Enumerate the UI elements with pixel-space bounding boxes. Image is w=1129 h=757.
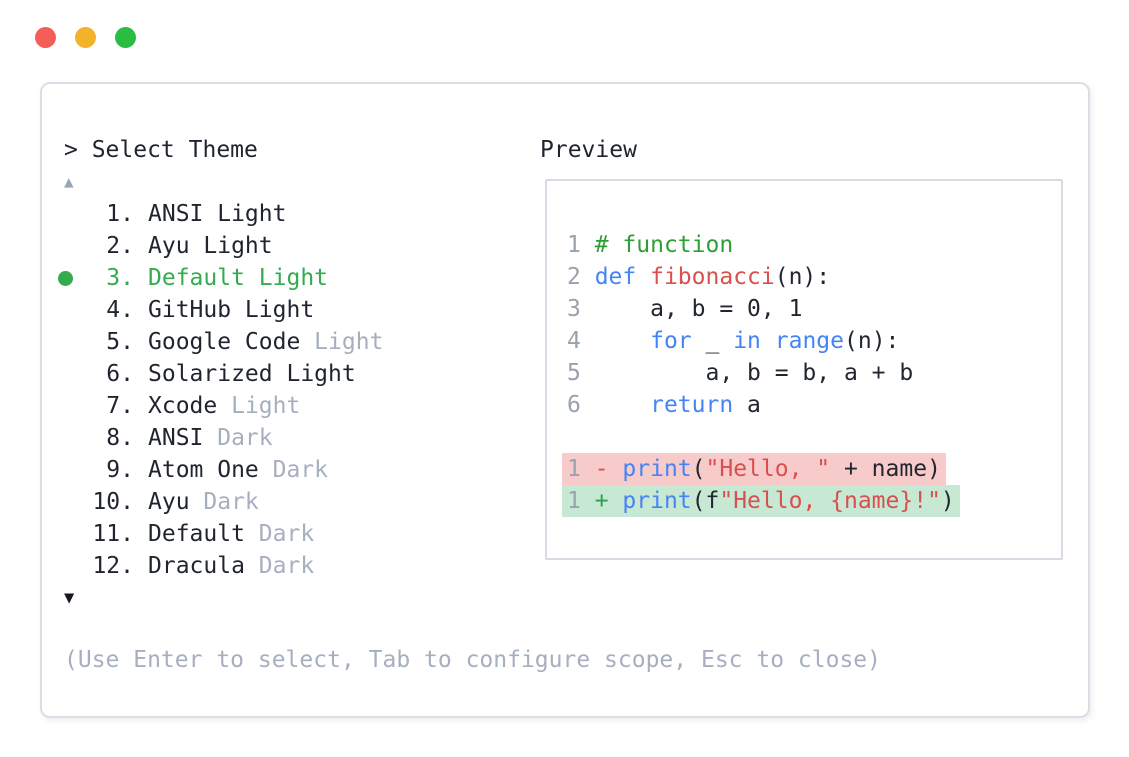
theme-item-number: 8. [106,425,134,451]
code-tokens: for _ in range(n): [650,328,900,354]
code-line: 3 a, b = 0, 1 [567,293,1047,325]
diff-added-line: 1 + print(f"Hello, {name}!") [562,485,1047,517]
code-tokens: # function [594,232,734,258]
theme-item-ansi-dark[interactable]: 8. ANSI Dark [58,422,540,454]
theme-item-number: 5. [106,329,134,355]
theme-item-name: Ayu Light [148,233,273,259]
theme-item-xcode-light[interactable]: 7. Xcode Light [58,390,540,422]
theme-item-google-code-light[interactable]: 5. Google Code Light [58,326,540,358]
window-controls [35,27,136,48]
keyboard-hint: (Use Enter to select, Tab to configure s… [64,647,881,673]
theme-item-dracula-dark[interactable]: 12. Dracula Dark [58,550,540,582]
theme-item-suffix: Dark [189,489,259,515]
code-tokens: - print("Hello, " + name) [594,456,941,482]
theme-item-suffix: Dark [244,521,315,547]
theme-item-name: GitHub Light [148,297,315,323]
theme-item-number: 7. [106,393,134,419]
theme-picker-panel: > Select Theme ▲ 1. ANSI Light 2. Ayu Li… [40,82,1090,718]
theme-item-name: ANSI [148,425,204,451]
bullet-slot [58,270,92,286]
code-tokens: + print(f"Hello, {name}!") [594,488,955,514]
code-preview-box: 1 # function 2 def fibonacci(n): 3 a, b = … [545,179,1063,560]
code-line-blank [567,421,1047,453]
code-line: 6 return a [567,389,1047,421]
theme-item-name: Solarized Light [148,361,356,387]
theme-list-column: > Select Theme ▲ 1. ANSI Light 2. Ayu Li… [58,134,540,614]
code-tokens: return a [650,392,761,418]
code-tokens: a, b = b, a + b [594,360,914,386]
line-number: 2 [567,264,581,290]
theme-item-number: 6. [106,361,134,387]
theme-item-atom-one-dark[interactable]: 9. Atom One Dark [58,454,540,486]
theme-item-number: 10. [92,489,134,515]
diff-removed-line: 1 - print("Hello, " + name) [562,453,1047,485]
theme-item-number: 1. [106,201,134,227]
line-number: 3 [567,296,581,322]
theme-item-ayu-dark[interactable]: 10. Ayu Dark [58,486,540,518]
theme-item-name: Default Light [148,265,329,291]
theme-item-github-light[interactable]: 4. GitHub Light [58,294,540,326]
minimize-window-button[interactable] [75,27,96,48]
theme-item-solarized-light[interactable]: 6. Solarized Light [58,358,540,390]
theme-item-name: Google Code [148,329,301,355]
theme-item-suffix: Light [300,329,384,355]
line-number: 1 [567,488,581,514]
theme-item-name: Ayu [148,489,190,515]
theme-item-number: 2. [106,233,134,259]
line-number: 1 [567,456,581,482]
theme-item-name: Atom One [148,457,259,483]
code-tokens: a, b = 0, 1 [594,296,803,322]
theme-item-number: 3. [106,265,134,291]
theme-item-name: Dracula [148,553,245,579]
theme-item-name: Default [148,521,245,547]
line-number: 1 [567,232,581,258]
select-theme-prompt: > Select Theme [64,137,258,163]
theme-item-number: 11. [92,521,134,547]
theme-item-default-light-selected[interactable]: 3. Default Light [58,262,540,294]
theme-item-name: ANSI Light [148,201,287,227]
code-tokens: def fibonacci(n): [594,264,831,290]
code-line: 5 a, b = b, a + b [567,357,1047,389]
zoom-window-button[interactable] [115,27,136,48]
theme-item-ayu-light[interactable]: 2. Ayu Light [58,230,540,262]
theme-item-name: Xcode [148,393,218,419]
code-line: 2 def fibonacci(n): [567,261,1047,293]
theme-item-default-dark[interactable]: 11. Default Dark [58,518,540,550]
selected-indicator-dot [58,270,73,286]
preview-label: Preview [540,137,637,163]
line-number: 6 [567,392,581,418]
theme-item-suffix: Light [217,393,301,419]
theme-item-number: 12. [92,553,134,579]
theme-item-number: 4. [106,297,134,323]
preview-column: Preview 1 # function 2 def fibonacci(n): 3… [540,134,1063,614]
theme-item-suffix: Dark [203,425,273,451]
theme-item-suffix: Dark [258,457,329,483]
scroll-up-icon[interactable]: ▲ [64,172,74,191]
theme-item-number: 9. [106,457,134,483]
code-line: 4 for _ in range(n): [567,325,1047,357]
theme-item-suffix: Dark [244,553,315,579]
line-number: 4 [567,328,581,354]
theme-item-ansi-light[interactable]: 1. ANSI Light [58,198,540,230]
scroll-down-icon[interactable]: ▼ [64,588,75,608]
close-window-button[interactable] [35,27,56,48]
code-line: 1 # function [567,229,1047,261]
line-number: 5 [567,360,581,386]
